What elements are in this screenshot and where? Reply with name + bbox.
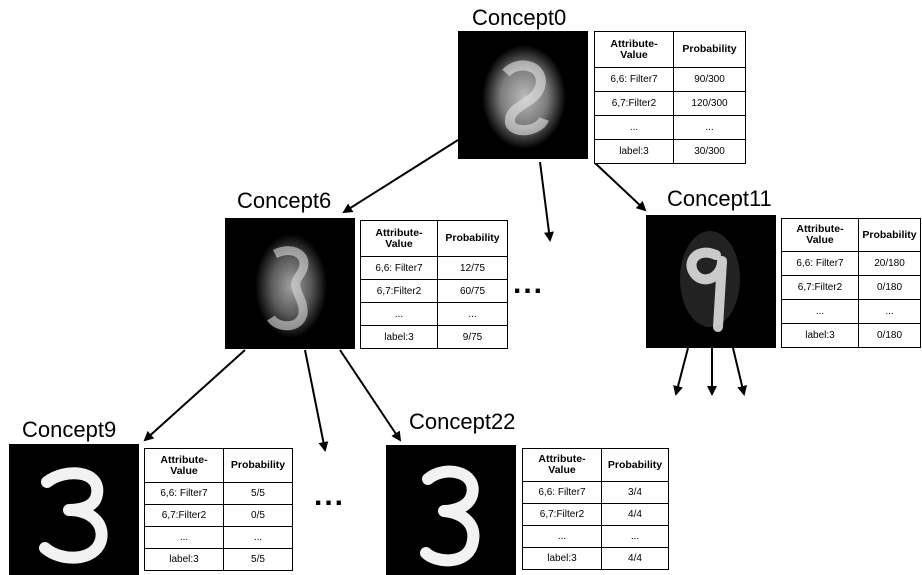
concept22-title: Concept22 — [409, 409, 516, 434]
arrow-c6-to-middle — [304, 349, 329, 452]
prob-cell: ... — [858, 299, 921, 324]
attr-cell: ... — [360, 302, 438, 326]
prob-header: Probability — [437, 220, 508, 257]
prob-header: Probability — [601, 448, 669, 482]
attr-cell: 6,7:Filter2 — [144, 504, 224, 527]
attr-cell: 6,7:Filter2 — [781, 275, 859, 300]
attr-cell: 6,7:Filter2 — [594, 91, 674, 116]
attr-header: Attribute- Value — [360, 220, 438, 257]
attr-cell: ... — [144, 526, 224, 549]
prob-cell: 120/300 — [673, 91, 746, 116]
concept22-table: Attribute- Value Probability 6,6: Filter… — [522, 448, 669, 570]
prob-cell: 4/4 — [601, 547, 669, 570]
concept11-table: Attribute- Value Probability 6,6: Filter… — [781, 218, 921, 348]
concept0-title: Concept0 — [472, 5, 567, 30]
attr-cell: 6,7:Filter2 — [360, 279, 438, 303]
prob-cell: 5/5 — [223, 482, 293, 505]
concept9-image — [9, 444, 139, 575]
arrow-c0-to-middle — [539, 161, 554, 242]
concept6-title: Concept6 — [237, 188, 332, 213]
ellipsis-level1: ... — [513, 267, 545, 300]
concept0-image — [458, 31, 588, 159]
prob-cell: ... — [437, 302, 508, 326]
arrow-c6-to-c9 — [143, 349, 246, 442]
prob-header: Probability — [673, 31, 746, 68]
attr-cell: label:3 — [360, 325, 438, 349]
concept6-image — [225, 218, 355, 349]
attr-cell: 6,6: Filter7 — [781, 251, 859, 276]
concept9-title: Concept9 — [22, 417, 117, 442]
attr-cell: label:3 — [781, 323, 859, 348]
arrow-c0-to-c11 — [594, 162, 647, 212]
prob-cell: 9/75 — [437, 325, 508, 349]
attr-cell: 6,7:Filter2 — [522, 503, 602, 526]
prob-cell: 30/300 — [673, 139, 746, 164]
ellipsis-level2: ... — [314, 479, 346, 512]
prob-cell: 0/180 — [858, 323, 921, 348]
arrow-c0-to-c6 — [342, 139, 459, 214]
concept6-table: Attribute- Value Probability 6,6: Filter… — [360, 220, 508, 349]
attr-header: Attribute- Value — [781, 218, 859, 252]
prob-cell: 60/75 — [437, 279, 508, 303]
prob-cell: ... — [601, 525, 669, 548]
concept0-table: Attribute- Value Probability 6,6: Filter… — [594, 31, 746, 164]
prob-cell: 5/5 — [223, 548, 293, 571]
attr-cell: label:3 — [522, 547, 602, 570]
attr-header: Attribute- Value — [144, 448, 224, 483]
prob-cell: ... — [223, 526, 293, 549]
prob-cell: 0/5 — [223, 504, 293, 527]
attr-cell: 6,6: Filter7 — [594, 67, 674, 92]
prob-cell: 20/180 — [858, 251, 921, 276]
attr-cell: 6,6: Filter7 — [522, 481, 602, 504]
attr-cell: ... — [594, 115, 674, 140]
prob-cell: 4/4 — [601, 503, 669, 526]
prob-cell: 3/4 — [601, 481, 669, 504]
concept9-table: Attribute- Value Probability 6,6: Filter… — [144, 448, 293, 571]
attr-cell: 6,6: Filter7 — [144, 482, 224, 505]
attr-cell: 6,6: Filter7 — [360, 256, 438, 280]
prob-cell: 90/300 — [673, 67, 746, 92]
prob-header: Probability — [858, 218, 921, 252]
prob-cell: 12/75 — [437, 256, 508, 280]
prob-header: Probability — [223, 448, 293, 483]
attr-cell: label:3 — [144, 548, 224, 571]
arrow-c6-to-c22 — [339, 349, 402, 442]
attr-cell: ... — [781, 299, 859, 324]
prob-cell: 0/180 — [858, 275, 921, 300]
concept11-image — [646, 215, 776, 348]
arrow-c11-down-right — [732, 347, 748, 396]
concept22-image — [386, 445, 516, 575]
attr-header: Attribute- Value — [594, 31, 674, 68]
concept11-title: Concept11 — [667, 186, 772, 211]
attr-cell: ... — [522, 525, 602, 548]
arrow-c11-down-left — [673, 347, 689, 396]
attr-cell: label:3 — [594, 139, 674, 164]
prob-cell: ... — [673, 115, 746, 140]
attr-header: Attribute- Value — [522, 448, 602, 482]
